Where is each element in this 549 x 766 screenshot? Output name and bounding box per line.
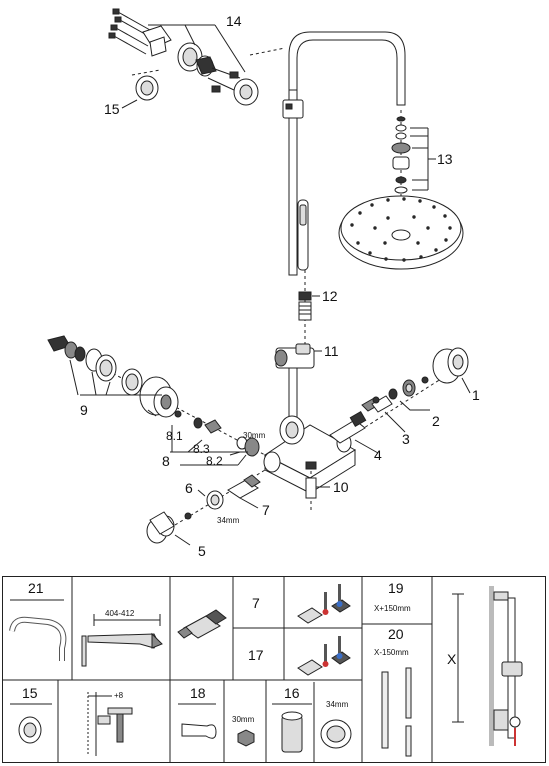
arm-dimension-cell: 404-412: [81, 609, 163, 667]
callout-3: 3: [402, 431, 410, 447]
riser-label-a: X+150mm: [374, 604, 411, 613]
nut-size: 34mm: [326, 700, 349, 709]
callout-8-2: 8.2: [206, 454, 223, 468]
hose-adapter: [305, 461, 330, 510]
rosette-cell: 15: [10, 685, 52, 744]
part-20: 20: [388, 626, 404, 642]
cartridge-cell: 7 17: [248, 584, 351, 676]
part-17: 17: [248, 647, 264, 663]
callout-15: 15: [104, 101, 120, 117]
rosette-part: [121, 69, 161, 109]
callout-7: 7: [262, 502, 270, 518]
riser-pipe: [282, 31, 406, 276]
head-shower: [338, 110, 464, 270]
part-18: 18: [190, 685, 206, 701]
part-21: 21: [28, 580, 44, 596]
callout-11: 11: [324, 343, 339, 359]
callout-8-1: 8.1: [166, 429, 183, 443]
callout-2: 2: [432, 413, 440, 429]
callout-13: 13: [437, 151, 453, 167]
hand-shower: [297, 199, 309, 271]
wall-bracket-assembly: [108, 8, 286, 106]
callout-10: 10: [333, 479, 349, 495]
wrench-size-cell: 30mm: [232, 715, 255, 747]
callout-4: 4: [374, 447, 382, 463]
riser-label-b: X-150mm: [374, 648, 409, 657]
riser-cell: 19 X+150mm 20 X-150mm: [374, 580, 412, 757]
arm-dimension: 404-412: [105, 609, 135, 618]
part-19: 19: [388, 580, 404, 596]
nut-cell: 16 34mm: [272, 682, 352, 763]
right-side-parts: [329, 347, 471, 454]
part-15: 15: [22, 685, 38, 701]
installation-height-cell: X: [447, 586, 523, 746]
dim-34mm: 34mm: [217, 516, 240, 525]
slider: [274, 343, 322, 369]
callout-6: 6: [185, 480, 193, 496]
callout-14: 14: [226, 13, 242, 29]
rosette-dimension: +8: [114, 691, 124, 700]
exploded-diagram: 14 15: [47, 8, 480, 559]
part-7: 7: [252, 595, 260, 611]
callout-9: 9: [80, 402, 88, 418]
rosette-dimension-cell: +8: [87, 691, 133, 756]
bottom-left-parts: [146, 469, 266, 546]
height-label: X: [447, 651, 457, 667]
left-side-parts: [47, 335, 266, 466]
wrench-cell: 18: [178, 685, 217, 739]
callout-12: 12: [322, 288, 338, 304]
arm-cell: 21: [9, 580, 67, 661]
wrench-size: 30mm: [232, 715, 255, 724]
callout-1: 1: [472, 387, 480, 403]
cartridge-image-cell: [177, 609, 227, 639]
dim-30mm: 30mm: [243, 431, 266, 440]
callout-5: 5: [198, 543, 206, 559]
part-16: 16: [284, 685, 300, 701]
callout-8-3: 8.3: [193, 442, 210, 456]
spare-parts-table: 21 404-412 7 17 19: [2, 576, 546, 763]
callout-8: 8: [162, 453, 170, 469]
